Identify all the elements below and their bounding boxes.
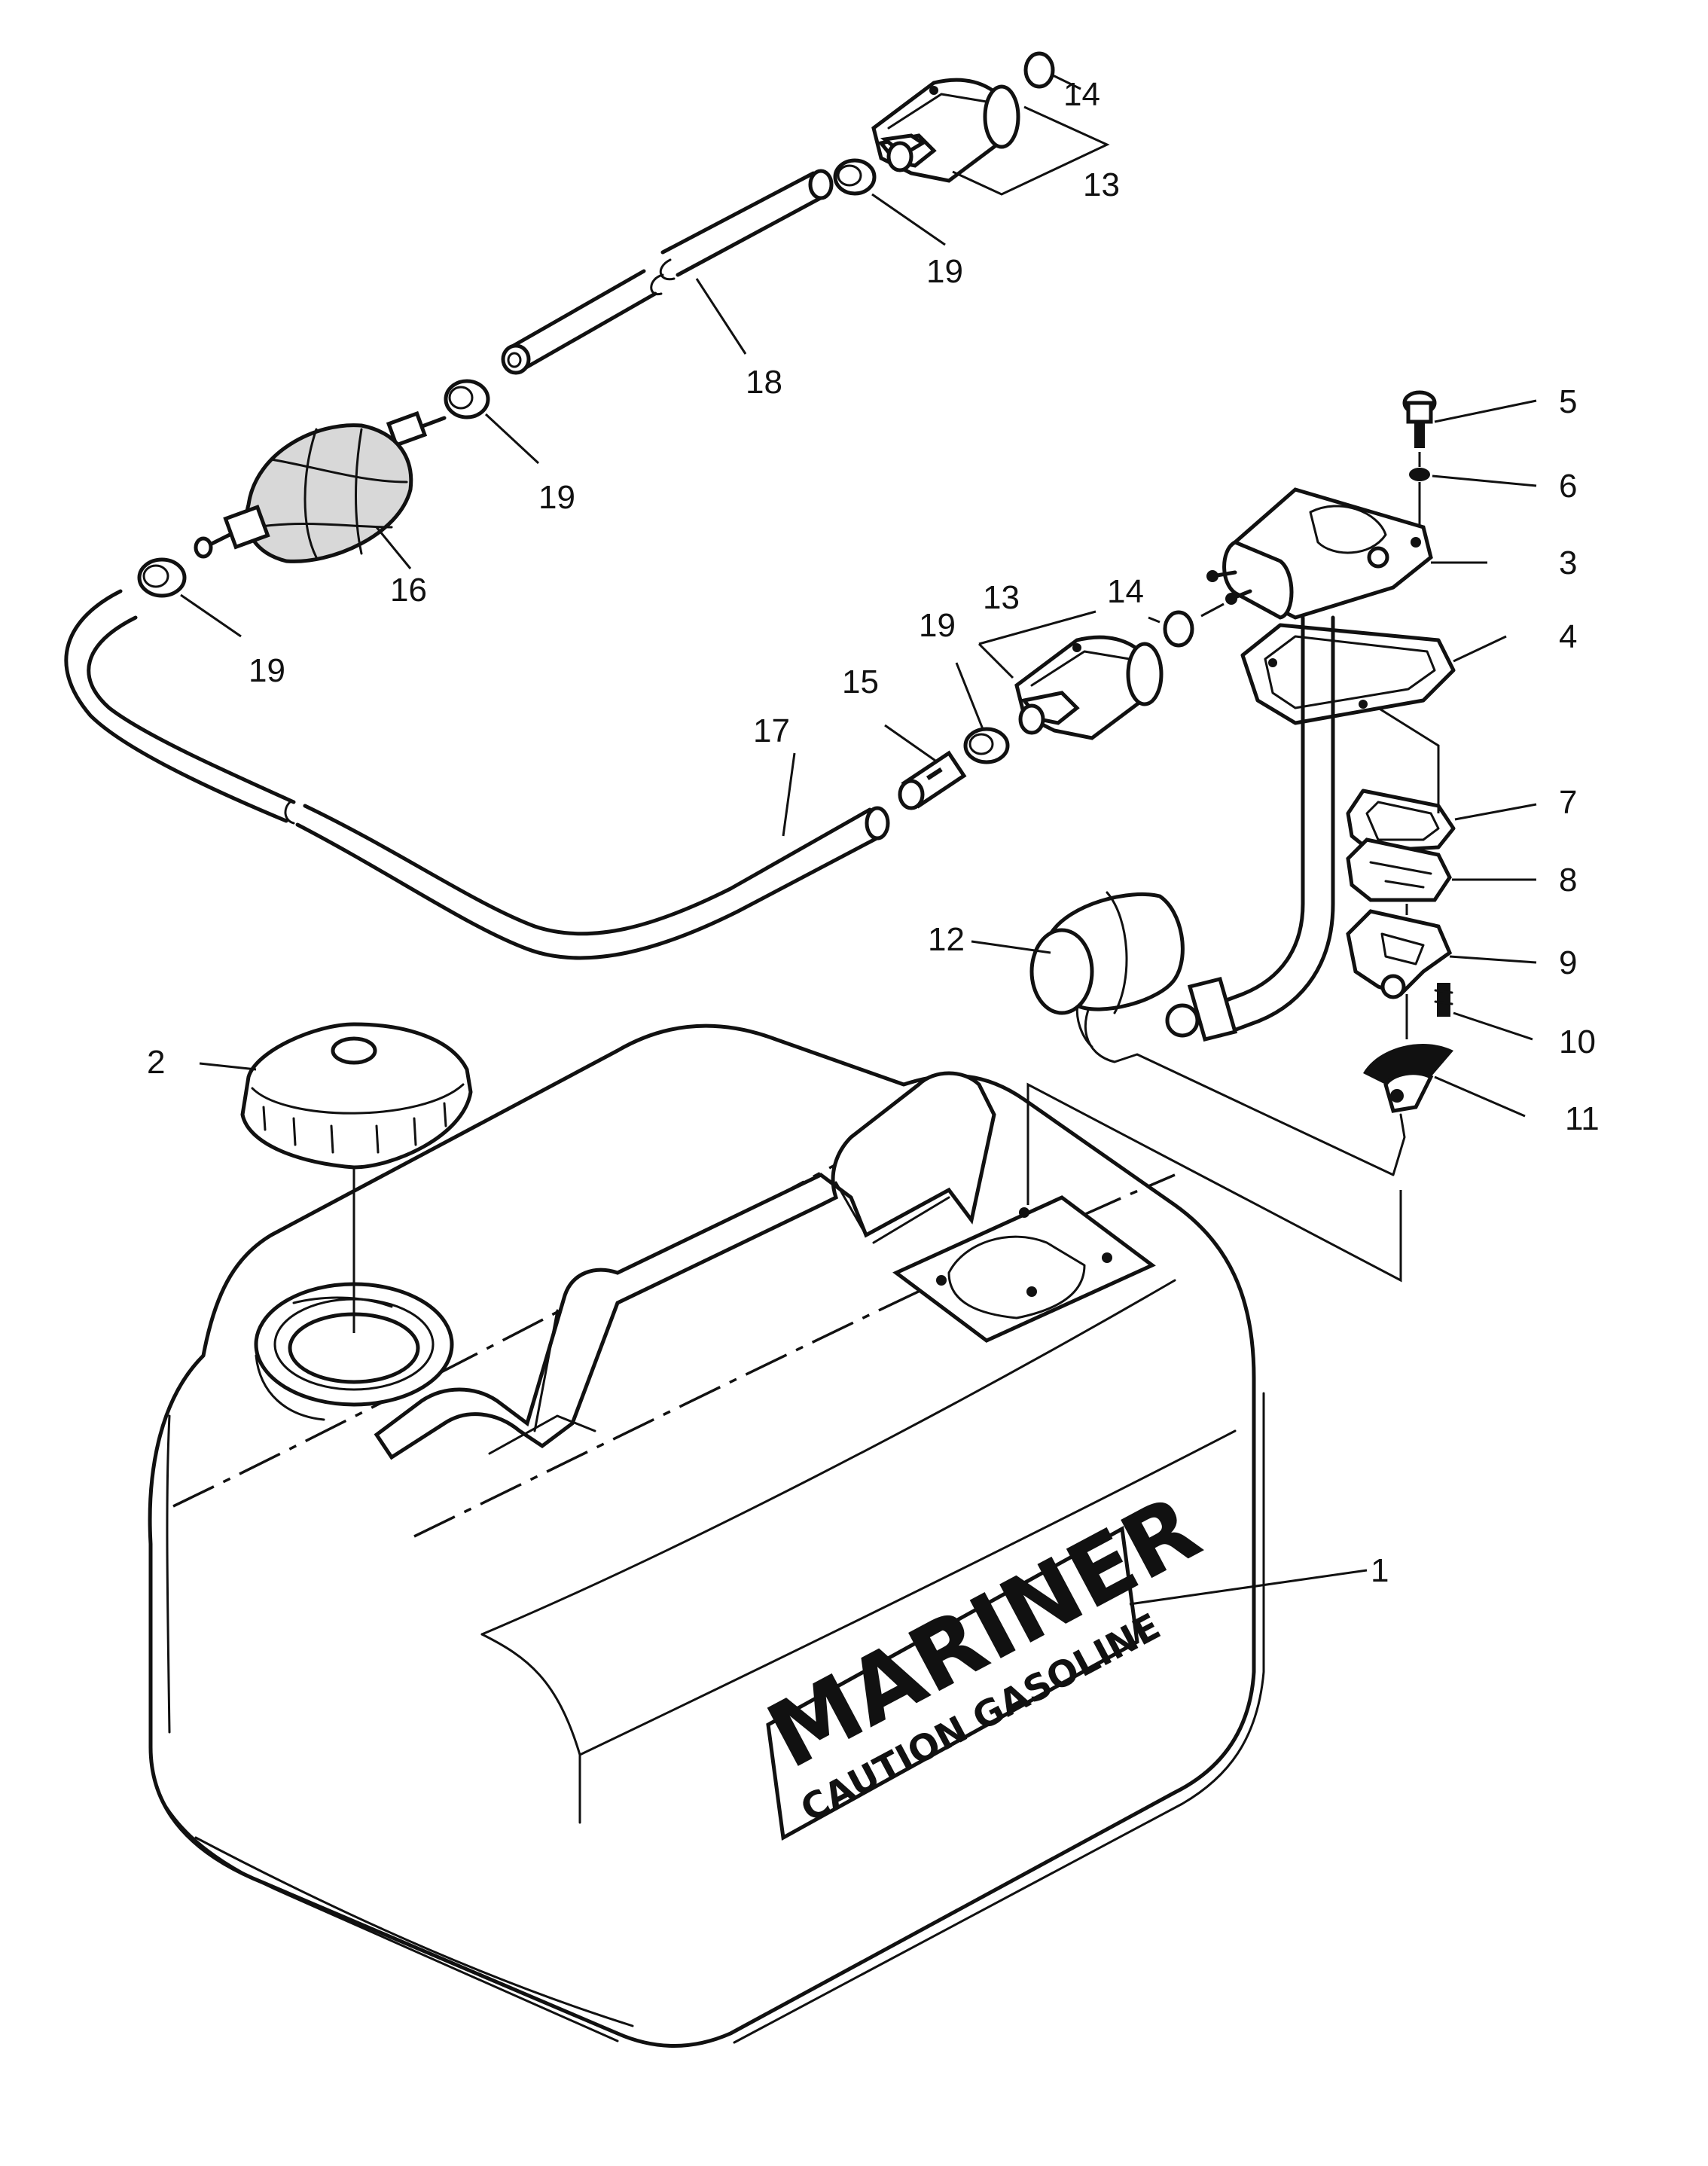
callout-6: 6 — [1559, 468, 1577, 505]
callout-7: 7 — [1559, 784, 1577, 821]
gauge-dial — [1363, 1044, 1453, 1113]
callout-9: 9 — [1559, 944, 1577, 981]
primer-bulb — [194, 410, 447, 563]
hose-clamp-mid — [444, 379, 490, 419]
mariner-decal: MARINER CAUTION GASOLINE — [752, 1476, 1216, 1841]
callout-13-lower: 13 — [983, 579, 1020, 616]
callout-13-top: 13 — [1083, 166, 1120, 203]
callout-5: 5 — [1559, 383, 1577, 420]
lock-washer — [1409, 468, 1430, 481]
callout-15: 15 — [842, 664, 879, 700]
callout-leaders — [180, 74, 1537, 1606]
float-assembly — [1029, 891, 1406, 1176]
fuel-tank: MARINER CAUTION GASOLINE — [148, 1024, 1265, 2048]
gauge-seal — [1346, 837, 1452, 902]
callout-10: 10 — [1559, 1024, 1596, 1060]
hose-clamp-lower — [963, 727, 1010, 764]
callout-2: 2 — [147, 1044, 165, 1081]
callout-16: 16 — [390, 572, 427, 609]
callout-4: 4 — [1559, 618, 1577, 655]
gauge-body — [1346, 909, 1453, 999]
hose-clamp-left — [137, 557, 187, 598]
callout-14-top: 14 — [1063, 76, 1100, 113]
callout-18: 18 — [746, 364, 782, 401]
callout-numbers: 1 2 3 4 5 6 7 8 9 10 11 12 13 13 14 14 1… — [147, 76, 1600, 1589]
gauge-gasket — [1346, 789, 1456, 853]
callout-11: 11 — [1565, 1100, 1600, 1137]
mounting-screw — [1402, 390, 1437, 448]
callout-19-mid: 19 — [538, 479, 575, 516]
sender-mount-pad — [892, 1195, 1156, 1343]
sender-gasket — [1240, 623, 1456, 725]
o-ring-lower — [1163, 610, 1194, 648]
callout-1: 1 — [1371, 1552, 1389, 1589]
lower-fuel-hose — [64, 589, 890, 960]
callout-12: 12 — [928, 921, 965, 958]
callout-8: 8 — [1559, 862, 1577, 898]
upper-fuel-hose — [501, 169, 834, 375]
callout-19-left: 19 — [249, 652, 285, 689]
hose-clamp-top — [833, 158, 877, 196]
filler-cap — [240, 1022, 473, 1170]
hose-connector-lower — [1014, 635, 1164, 740]
hose-barb — [898, 750, 967, 810]
callout-3: 3 — [1559, 545, 1577, 581]
hose-connector-top — [871, 78, 1020, 183]
callout-19-lower: 19 — [919, 607, 956, 644]
o-ring-top — [1023, 51, 1055, 89]
callout-14-lower: 14 — [1107, 573, 1144, 610]
fuel-float — [1029, 891, 1185, 1015]
fuel-outlet-housing — [1206, 487, 1433, 620]
callout-19-top: 19 — [926, 253, 963, 290]
callout-17: 17 — [753, 712, 790, 749]
pickup-tube — [1165, 615, 1335, 1042]
gauge-screw — [1434, 983, 1453, 1017]
